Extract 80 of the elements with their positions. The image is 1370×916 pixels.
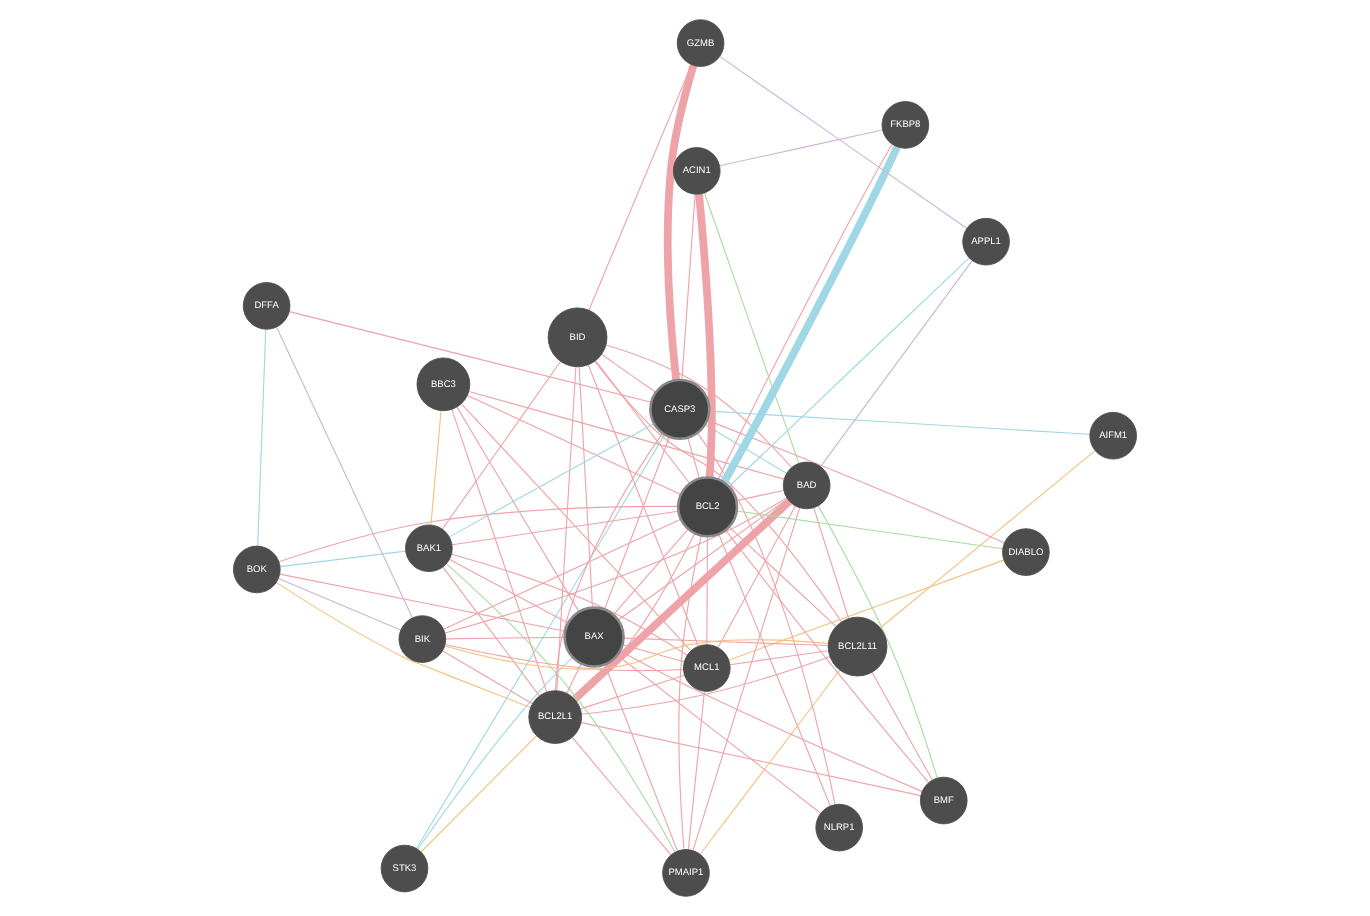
connector [441, 360, 562, 530]
connector [444, 639, 829, 670]
connector [601, 353, 657, 393]
connector [575, 532, 696, 702]
connector [594, 360, 842, 623]
connector [278, 505, 679, 563]
connector [580, 722, 922, 797]
connector [605, 344, 792, 468]
connector [725, 529, 930, 783]
connector [571, 736, 672, 856]
connector [695, 193, 716, 478]
connector [279, 550, 407, 568]
connector [621, 644, 685, 663]
connector [735, 489, 785, 502]
connector [275, 581, 531, 709]
connector [813, 507, 850, 620]
connector [467, 394, 682, 495]
connector [420, 735, 538, 853]
connector [718, 533, 831, 807]
connector [451, 510, 679, 546]
connector [617, 654, 821, 814]
connector [879, 450, 1096, 629]
connector [444, 497, 788, 634]
connector [443, 518, 682, 630]
connector [580, 674, 686, 710]
connector [728, 559, 1005, 661]
connector [706, 535, 708, 646]
connector [578, 366, 593, 608]
connector [699, 669, 841, 855]
connector [288, 311, 652, 403]
connector [703, 192, 800, 464]
connector [456, 406, 580, 613]
connector [417, 656, 574, 850]
connector [442, 650, 533, 705]
connector [451, 553, 688, 656]
connector [430, 410, 442, 526]
connector [556, 366, 577, 692]
connector [719, 56, 968, 229]
connector [416, 434, 666, 849]
connector [817, 505, 938, 779]
connector [717, 505, 796, 648]
connector [468, 390, 785, 480]
connector [678, 535, 702, 851]
connector [594, 360, 691, 484]
connector [277, 578, 402, 631]
connector [617, 498, 788, 621]
connector [704, 424, 787, 474]
connector [257, 328, 267, 547]
connector [603, 436, 670, 610]
connector [728, 526, 837, 627]
connector [461, 403, 692, 652]
connector [449, 558, 569, 624]
connector [445, 636, 566, 640]
connector [687, 690, 705, 850]
connector [587, 364, 699, 647]
connector [706, 419, 1005, 544]
connector [276, 326, 413, 619]
connector [451, 408, 548, 693]
connector [446, 563, 676, 853]
connector [442, 566, 540, 697]
connector [554, 432, 663, 692]
connector [687, 437, 701, 480]
connector [728, 257, 970, 487]
connector [871, 671, 933, 781]
connector [623, 637, 829, 647]
connector [664, 64, 698, 381]
connector [820, 260, 973, 467]
connector [444, 643, 685, 672]
connector [692, 507, 801, 851]
connector [681, 193, 696, 381]
connector [580, 656, 831, 715]
connector [719, 129, 883, 167]
connector [697, 432, 836, 805]
connector [566, 663, 582, 694]
connector [572, 498, 793, 702]
connector [448, 423, 655, 538]
connector [729, 650, 829, 666]
connector [736, 510, 1004, 550]
connector [279, 573, 566, 632]
connector [613, 528, 689, 616]
